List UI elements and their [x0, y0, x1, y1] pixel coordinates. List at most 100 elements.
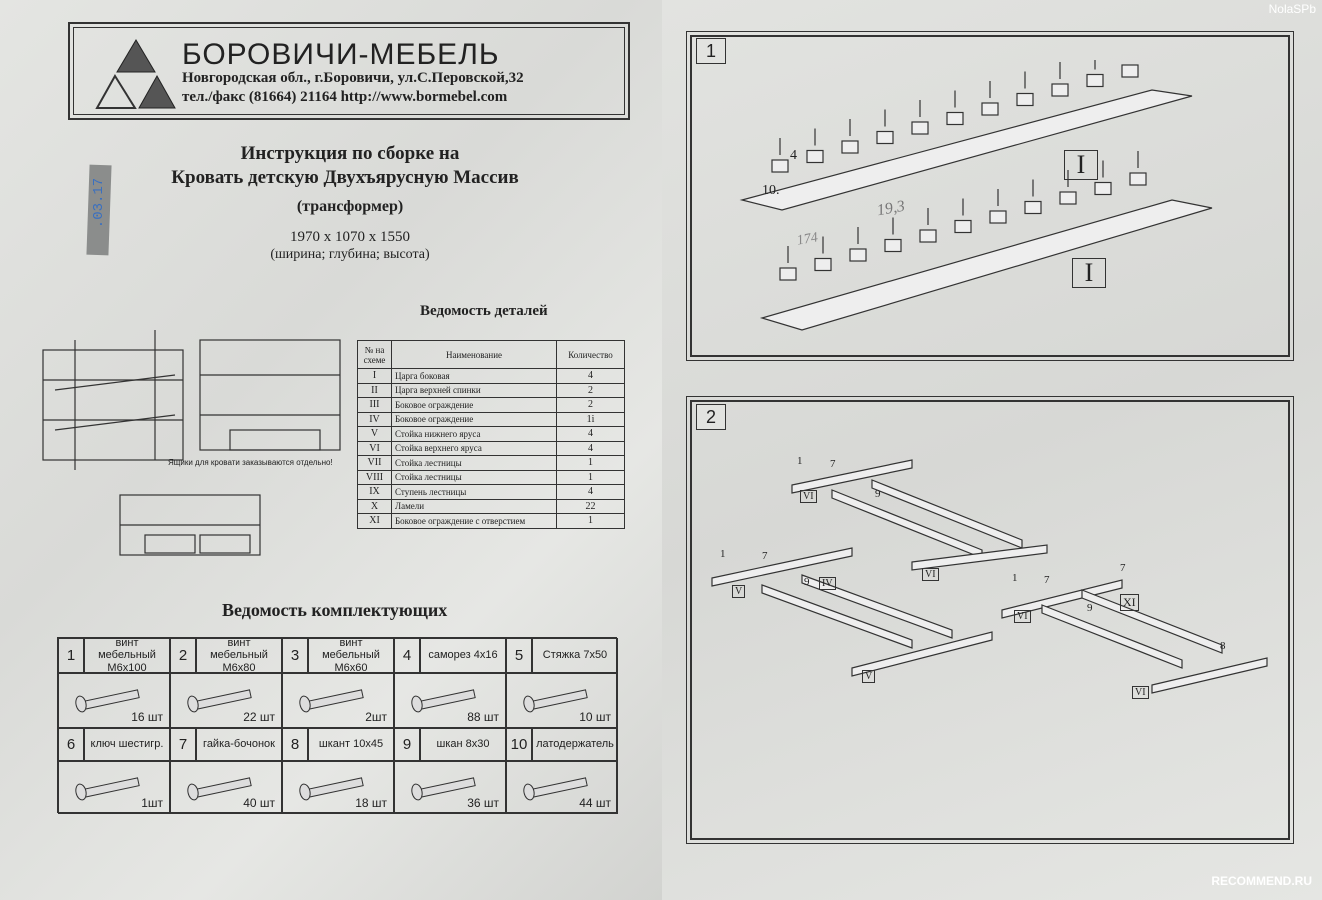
part-quantity: 1: [556, 455, 625, 471]
component-number: 1: [58, 638, 84, 673]
component-name: шкан 8х30: [420, 728, 506, 761]
bracket-with-screw: [919, 208, 937, 243]
bracket-with-screw: [946, 90, 964, 126]
component-count: 40 шт: [243, 796, 275, 810]
table-header-row: № на схеме Наименование Количество: [357, 340, 625, 369]
bracket-with-screw: [849, 227, 867, 262]
component-icon: [299, 777, 364, 801]
part-name: Царга верхней спинки: [391, 382, 557, 398]
callout-10: 10.: [762, 183, 780, 198]
part-name: Стойка верхнего яруса: [391, 440, 557, 456]
watermark-bottom: RECOMMEND.RU: [1211, 874, 1312, 888]
bracket-with-screw: [841, 119, 859, 154]
component-count: 18 шт: [355, 796, 387, 810]
component-icon: [299, 689, 364, 713]
bunk-bed-with-drawers-drawing: [199, 339, 341, 451]
component-number: 9: [394, 728, 420, 761]
callout-9b: 9: [804, 576, 810, 588]
part-name: Царга боковая: [391, 368, 557, 384]
component-count: 22 шт: [243, 710, 275, 724]
company-address: Новгородская обл., г.Боровичи, ул.С.Перо…: [182, 70, 524, 86]
component-image-cell: 2шт: [282, 673, 394, 728]
component-number: 2: [170, 638, 196, 673]
part-number: II: [357, 382, 392, 398]
callout-7b: 7: [762, 550, 768, 562]
bracket-with-screw: [1121, 64, 1139, 78]
component-name: винт мебельный М6х80: [196, 637, 282, 674]
stamp-date: .03.17: [91, 177, 108, 229]
part-name: Боковое ограждение с отверстием: [391, 513, 557, 529]
brand-name: БОРОВИЧИ-МЕБЕЛЬ: [182, 38, 500, 71]
bunk-bed-drawing: [42, 330, 184, 470]
step1-diagram: [739, 60, 1213, 331]
part-name: Стойка лестницы: [391, 455, 557, 471]
bracket-with-screw: [989, 189, 1007, 224]
label-VI-a: VI: [800, 490, 817, 503]
part-number: V: [357, 426, 392, 442]
bracket-with-screw: [814, 236, 832, 272]
col-quantity: Количество: [556, 340, 625, 369]
part-quantity: 4: [556, 484, 625, 500]
part-quantity: 4: [556, 426, 625, 442]
callout-7c: 7: [1044, 574, 1050, 586]
part-number: IV: [357, 411, 392, 427]
company-logo: [95, 39, 176, 109]
part-number: VI: [357, 440, 392, 456]
component-image-cell: 10 шт: [506, 673, 618, 728]
part-number: X: [357, 498, 392, 514]
col-name: Наименование: [391, 340, 557, 369]
part-quantity: 2: [556, 382, 625, 398]
callout-7d: 7: [1120, 562, 1126, 574]
component-image-cell: 40 шт: [170, 761, 282, 814]
label-VI-b: VI: [922, 568, 939, 581]
part-number: VII: [357, 455, 392, 471]
component-icon: [523, 777, 588, 801]
single-bed-drawing: [119, 494, 261, 556]
component-number: 10: [506, 728, 532, 761]
component-image-cell: 18 шт: [282, 761, 394, 814]
component-image-cell: 1шт: [58, 761, 170, 814]
component-name: Стяжка 7х50: [532, 638, 618, 673]
component-image-cell: 16 шт: [58, 673, 170, 728]
side-rail-top: [739, 89, 1193, 211]
component-number: 8: [282, 728, 308, 761]
drawer-note: Ящики для кровати заказываются отдельно!: [168, 458, 333, 467]
part-quantity: 1i: [556, 411, 625, 427]
component-name: винт мебельный М6х100: [84, 637, 170, 674]
bed-illustrations: [42, 330, 341, 556]
component-name: саморез 4х16: [420, 638, 506, 673]
component-count: 36 шт: [467, 796, 499, 810]
bracket-with-screw: [911, 100, 929, 135]
watermark-top: NolaSPb: [1268, 2, 1316, 16]
component-number: 4: [394, 638, 420, 673]
component-name: ключ шестигр.: [84, 728, 170, 761]
part-quantity: 1: [556, 469, 625, 485]
part-number: I: [357, 368, 392, 384]
component-icon: [523, 689, 588, 713]
component-count: 44 шт: [579, 796, 611, 810]
step1-box: [686, 31, 1294, 361]
parts-title: Ведомость деталей: [420, 303, 548, 319]
part-name: Ступень лестницы: [391, 484, 557, 500]
label-V-b: V: [862, 670, 876, 683]
side-rail-bottom: [759, 199, 1213, 331]
bracket-with-screw: [1024, 179, 1042, 215]
component-count: 16 шт: [131, 710, 163, 724]
dimensions-legend: (ширина; глубина; высота): [270, 247, 430, 262]
bracket-with-screw: [779, 246, 797, 281]
col-number: № на схеме: [357, 340, 392, 369]
callout-8: 8: [1220, 640, 1226, 652]
callout-7a: 7: [830, 458, 836, 470]
label-XI: XI: [1120, 594, 1139, 611]
part-name: Стойка нижнего яруса: [391, 426, 557, 442]
bracket-with-screw: [954, 198, 972, 234]
part-quantity: 1: [556, 513, 625, 529]
callout-9c: 9: [1087, 602, 1093, 614]
doc-title-line3: (трансформер): [296, 198, 404, 215]
